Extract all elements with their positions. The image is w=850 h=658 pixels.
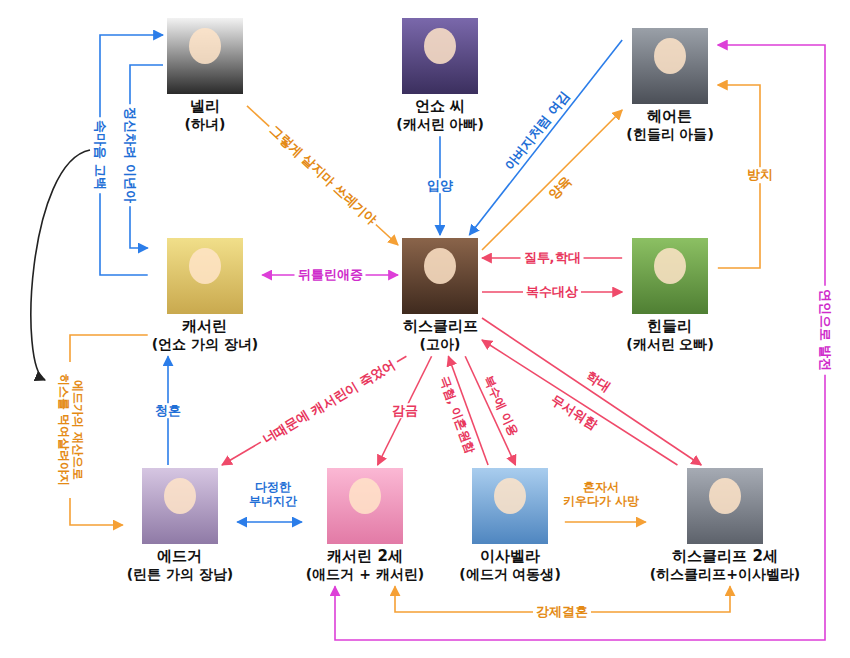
character-name: 헤어튼 — [626, 107, 714, 126]
relation-arrow — [482, 340, 677, 465]
character-node: 에드거(린튼 가의 장남) — [123, 465, 238, 586]
relation-label: 방치 — [744, 167, 776, 183]
portrait — [402, 18, 478, 94]
relation-label: 질투,학대 — [521, 250, 584, 266]
relation-label: 너때문에 캐서린이 죽었어 — [257, 355, 401, 449]
relation-arrow — [100, 35, 163, 275]
relation-label: 극혐, 이혼원함 — [435, 372, 478, 458]
portrait-face — [164, 478, 196, 514]
relation-label: 청혼 — [152, 403, 184, 419]
portrait — [327, 468, 403, 544]
character-name: 캐서린 2세 — [306, 547, 424, 566]
character-role: (에드거 여동생) — [459, 566, 561, 584]
portrait — [167, 238, 243, 314]
portrait-face — [494, 478, 526, 514]
character-role: (린튼 가의 장남) — [127, 566, 234, 584]
character-name: 히스클리프 2세 — [650, 547, 801, 566]
relation-label: 정신차려 이년아 — [122, 104, 138, 206]
portrait-face — [654, 38, 686, 74]
relation-label: 뒤틀린애증 — [295, 267, 366, 283]
relation-label: 무서워함 — [545, 390, 602, 434]
character-role: (언쇼 가의 장녀) — [152, 336, 259, 354]
character-name: 언쇼 씨 — [396, 97, 484, 116]
character-role: (애드거 + 캐서린) — [306, 566, 424, 584]
character-node: 캐서린 2세(애드거 + 캐서린) — [302, 465, 428, 586]
portrait-face — [189, 248, 221, 284]
relation-label: 학대 — [580, 367, 615, 398]
relation-label: 속마음 고백 — [92, 117, 108, 193]
character-node: 히스클리프(고아) — [398, 235, 482, 356]
relation-label: 양육 — [543, 171, 577, 205]
relation-label: 아버지처럼 여김 — [500, 86, 575, 176]
character-name: 히스클리프 — [402, 317, 478, 336]
relation-label: 혼자서 키우다가 사망 — [558, 481, 644, 509]
portrait-face — [424, 28, 456, 64]
portrait — [632, 28, 708, 104]
relation-label: 연인으로 발전 — [817, 286, 833, 375]
relation-label: 다정한 부녀지간 — [242, 481, 304, 509]
character-role: (하녀) — [167, 116, 243, 134]
character-name: 이사벨라 — [459, 547, 561, 566]
character-node: 캐서린(언쇼 가의 장녀) — [148, 235, 263, 356]
relation-arrow — [469, 40, 622, 235]
relation-label: 그렇게 살지마 쓰레기야 — [264, 121, 381, 231]
portrait — [142, 468, 218, 544]
character-role: (캐서린 오빠) — [626, 336, 714, 354]
character-node: 헤어튼(힌들리 아들) — [622, 25, 718, 146]
relation-label: 복수에 이용 — [480, 371, 523, 441]
character-node: 힌들리(캐서린 오빠) — [622, 235, 718, 356]
leader-curve — [31, 150, 90, 380]
portrait — [167, 18, 243, 94]
relation-arrow — [247, 106, 398, 245]
character-node: 넬리(하녀) — [163, 15, 247, 136]
relation-arrow — [482, 110, 622, 250]
portrait-face — [709, 478, 741, 514]
character-role: (캐서린 아빠) — [396, 116, 484, 134]
character-name: 넬리 — [167, 97, 243, 116]
portrait-face — [189, 28, 221, 64]
character-name: 힌들리 — [626, 317, 714, 336]
relation-label: 감금 — [389, 403, 421, 419]
relation-arrow — [565, 521, 646, 523]
portrait — [472, 468, 548, 544]
portrait-face — [654, 248, 686, 284]
character-node: 이사벨라(에드거 여동생) — [455, 465, 565, 586]
portrait — [632, 238, 708, 314]
portrait-face — [424, 248, 456, 284]
character-node: 언쇼 씨(캐서린 아빠) — [392, 15, 488, 136]
character-role: (히스클리프+이사벨라) — [650, 566, 801, 584]
character-role: (힌들리 아들) — [626, 126, 714, 144]
character-name: 캐서린 — [152, 317, 259, 336]
character-role: (고아) — [402, 336, 478, 354]
relation-label: 입양 — [424, 178, 456, 194]
relation-label: 강제결혼 — [533, 604, 591, 620]
relation-arrow — [237, 521, 302, 523]
relation-arrow — [335, 45, 825, 640]
character-name: 에드거 — [127, 547, 234, 566]
portrait — [402, 238, 478, 314]
character-node: 히스클리프 2세(히스클리프+이사벨라) — [646, 465, 805, 586]
relation-label: 에드가의 재산으로 히스를 먹여살려야지 — [56, 362, 84, 498]
portrait — [687, 468, 763, 544]
portrait-face — [349, 478, 381, 514]
relation-label: 복수대상 — [523, 284, 581, 300]
